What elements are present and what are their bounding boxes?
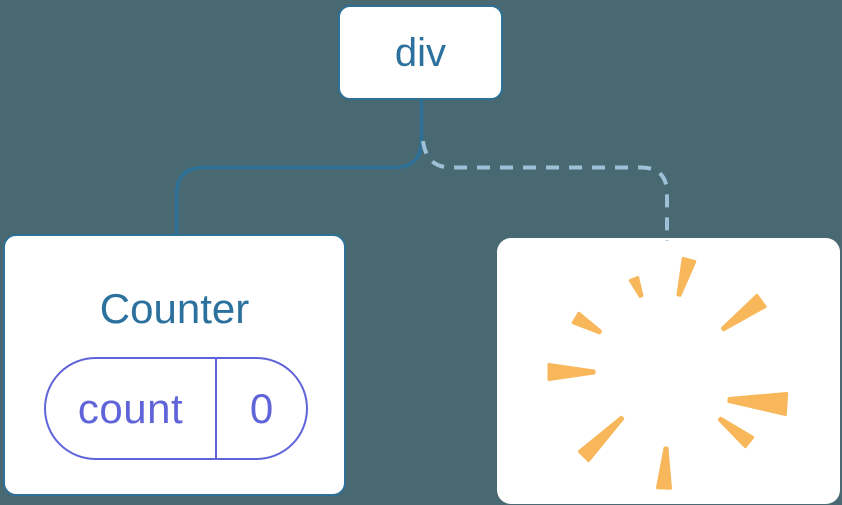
tree-node-root-div: div [338,5,503,100]
counter-node-title: Counter [99,285,250,332]
tree-node-counter: Counter count 0 [3,234,346,496]
state-value-label: 0 [249,384,274,432]
state-key-label: count [77,384,184,432]
solid-connector-line [174,99,424,236]
root-node-label: div [394,30,447,75]
poof-icon [547,256,789,490]
tree-node-removed [497,238,840,504]
dashed-connector-line [421,140,669,241]
state-pill-divider [215,359,217,458]
count-state-pill: count 0 [44,357,308,460]
